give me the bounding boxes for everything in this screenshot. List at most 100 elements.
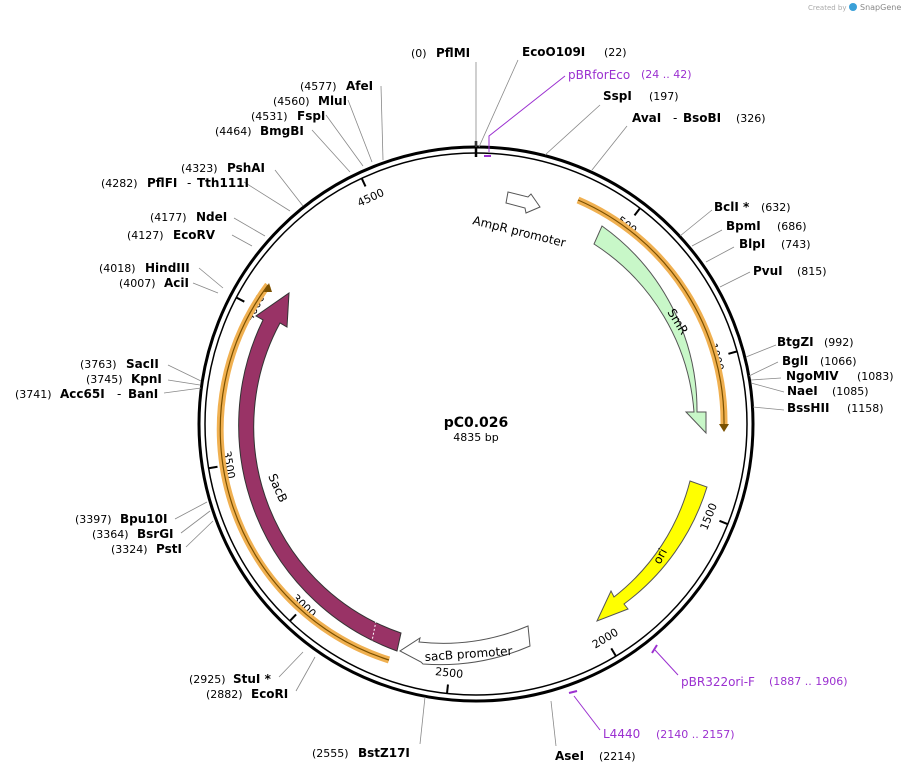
site-blpi-pos: (743) [781, 238, 811, 251]
site-psti-pos: (3324) [111, 543, 148, 556]
site-hindiii-name: HindIII [145, 261, 190, 275]
site-acc65i-name: Acc65I [60, 387, 105, 401]
site-bgli-pos: (1066) [820, 355, 857, 368]
site-naei-pos: (1085) [832, 385, 869, 398]
site-bsrgi-pos: (3364) [92, 528, 129, 541]
site-avai-sep: - [673, 111, 677, 125]
site-bsshii-name: BssHII [787, 401, 829, 415]
site-pfifi-sep: - [187, 176, 191, 190]
sacb-promoter-label: sacB promoter [424, 644, 513, 664]
site-pvui-name: PvuI [753, 264, 783, 278]
pbr322ori-mark [651, 644, 658, 654]
site-bpu10i-name: Bpu10I [120, 512, 167, 526]
tick-label-2500: 2500 [435, 665, 464, 681]
site-bcli-name: BclI * [714, 200, 750, 214]
tick-label-4500: 4500 [355, 186, 386, 210]
tick-mark-4500 [360, 177, 367, 187]
credit-brand: SnapGene [860, 3, 901, 12]
site-bstz17i-pos: (2555) [312, 747, 349, 760]
site-bpmi-pos: (686) [777, 220, 807, 233]
site-ecori-pos: (2882) [206, 688, 243, 701]
site-eco0109i-name: EcoO109I [522, 45, 585, 59]
l4440-name: L4440 [603, 727, 640, 741]
site-pfimi-name: PflMI [436, 46, 470, 60]
site-sspi-name: SspI [603, 89, 632, 103]
l4440-range: (2140 .. 2157) [656, 728, 735, 741]
site-pfimi-pos: (0) [411, 47, 427, 60]
features [216, 191, 729, 666]
plasmid-length: 4835 bp [453, 431, 498, 444]
site-ngomiv-pos: (1083) [857, 370, 894, 383]
site-asei-pos: (2214) [599, 750, 636, 763]
site-bstz17i-name: BstZ17I [358, 746, 410, 760]
site-bsshii-pos: (1158) [847, 402, 884, 415]
ampr-promoter-label: AmpR promoter [471, 213, 567, 250]
site-btgzi-pos: (992) [824, 336, 854, 349]
site-bmgbi-name: BmgBI [260, 124, 304, 138]
tick-mark-500 [633, 207, 641, 216]
site-bgli-name: BglI [782, 354, 808, 368]
pbrforeco-name: pBRforEco [568, 68, 630, 82]
l4440-leader [573, 695, 601, 731]
site-bpmi-name: BpmI [726, 219, 761, 233]
site-sspi-pos: (197) [649, 90, 679, 103]
site-bcli-pos: (632) [761, 201, 791, 214]
site-kpni-name: KpnI [131, 372, 162, 386]
site-psti-name: PstI [156, 542, 182, 556]
site-pfifi-pos: (4282) [101, 177, 138, 190]
site-kpni-pos: (3745) [86, 373, 123, 386]
site-avai-name2: BsoBI [683, 111, 721, 125]
pbr322ori-range: (1887 .. 1906) [769, 675, 848, 688]
tick-mark-1500 [719, 519, 729, 526]
site-hindiii-pos: (4018) [99, 262, 136, 275]
primer-pbr322ori-f: pBR322ori-F (1887 .. 1906) [651, 644, 848, 689]
site-afei-name: AfeI [346, 79, 373, 93]
site-fspi-pos: (4531) [251, 110, 288, 123]
site-ndei-name: NdeI [196, 210, 227, 224]
site-fspi-name: FspI [297, 109, 325, 123]
smr-orf-arrowhead [719, 424, 729, 432]
pbrforeco-range: (24 .. 42) [641, 68, 692, 81]
tick-label-1500: 1500 [698, 501, 720, 532]
smr-feature-arrow [593, 225, 707, 435]
tick-label-2000: 2000 [590, 626, 621, 652]
site-ecorv-pos: (4127) [127, 229, 164, 242]
site-afei-pos: (4577) [300, 80, 337, 93]
site-acc65i-pos: (3741) [15, 388, 52, 401]
site-avai-name: AvaI [632, 111, 661, 125]
snapgene-credit: Created by SnapGene [808, 3, 901, 12]
primer-l4440: L4440 (2140 .. 2157) [568, 690, 735, 741]
pbr322ori-name: pBR322ori-F [681, 675, 755, 689]
site-pshai-name: PshAI [227, 161, 265, 175]
site-leaders [163, 59, 785, 747]
sacb-orf-arrowhead [264, 283, 272, 292]
site-naei-name: NaeI [787, 384, 818, 398]
sacb-break-mark [371, 620, 377, 642]
site-acii-name: AciI [164, 276, 189, 290]
sacb-orf-line [219, 284, 390, 661]
site-asei-name: AseI [555, 749, 584, 763]
site-pfifi-name2: Tth111I [197, 176, 249, 190]
site-mlui-name: MluI [318, 94, 347, 108]
site-blpi-name: BlpI [739, 237, 765, 251]
tick-mark-1000 [728, 350, 738, 355]
site-sacii-name: SacII [126, 357, 159, 371]
pbrforeco-leader [488, 75, 566, 152]
site-mlui-pos: (4560) [273, 95, 310, 108]
site-bsrgi-name: BsrGI [137, 527, 174, 541]
site-bmgbi-pos: (4464) [215, 125, 252, 138]
site-ecori-name: EcoRI [251, 687, 288, 701]
site-acii-pos: (4007) [119, 277, 156, 290]
site-eco0109i-pos: (22) [604, 46, 627, 59]
sacb-label: SacB [265, 472, 290, 505]
site-ngomiv-name: NgoMIV [786, 369, 839, 383]
site-ndei-pos: (4177) [150, 211, 187, 224]
snapgene-logo-icon [849, 3, 857, 11]
site-sacii-pos: (3763) [80, 358, 117, 371]
site-pvui-pos: (815) [797, 265, 827, 278]
plasmid-name: pC0.026 [444, 415, 509, 431]
credit-created-by: Created by [808, 4, 847, 12]
site-pshai-pos: (4323) [181, 162, 218, 175]
tick-mark-4000 [235, 296, 245, 303]
